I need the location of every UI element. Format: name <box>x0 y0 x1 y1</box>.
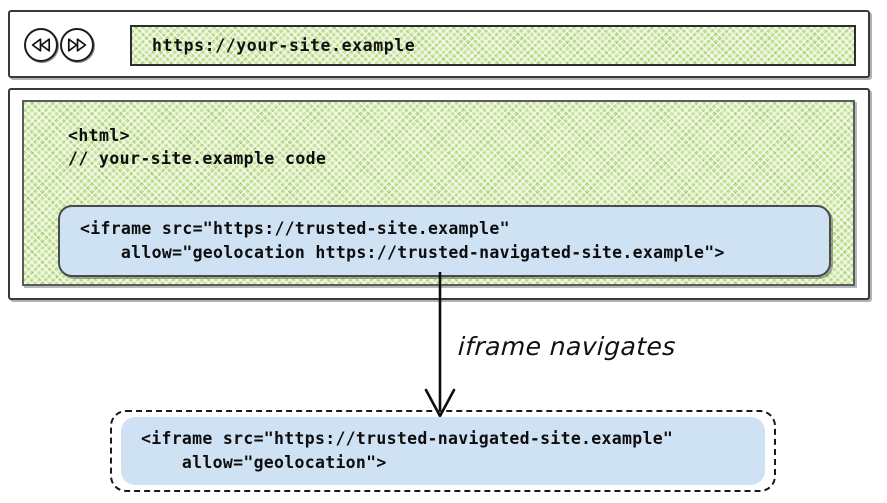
back-button[interactable] <box>24 28 58 62</box>
navigated-iframe-src-line: <iframe src="https://trusted-navigated-s… <box>141 429 674 449</box>
navigated-iframe-allow-line: allow="geolocation"> <box>141 453 387 472</box>
navigated-iframe-outline <box>110 410 776 492</box>
page-source-code: <html> // your-site.example code <box>68 124 326 171</box>
embedded-iframe-element: <iframe src="https://trusted-site.exampl… <box>58 205 831 277</box>
embedded-iframe-allow-line: allow="geolocation https://trusted-navig… <box>80 243 725 262</box>
browser-toolbar: https://your-site.example <box>8 10 870 78</box>
annotation-iframe-navigates: iframe navigates <box>457 332 677 361</box>
forward-button[interactable] <box>60 28 94 62</box>
address-bar-url: https://your-site.example <box>152 36 416 55</box>
navigation-buttons <box>24 28 94 62</box>
browser-window: https://your-site.example <html> // your… <box>8 10 874 300</box>
down-arrow-icon <box>408 272 478 420</box>
page-document-your-site: <html> // your-site.example code <iframe… <box>22 100 855 286</box>
code-line-html-tag: <html> <box>68 126 131 145</box>
navigated-iframe-code: <iframe src="https://trusted-navigated-s… <box>121 427 673 475</box>
code-line-comment: // your-site.example code <box>68 149 327 169</box>
embedded-iframe-code: <iframe src="https://trusted-site.exampl… <box>60 217 725 265</box>
navigated-iframe-element: <iframe src="https://trusted-navigated-s… <box>121 417 765 485</box>
address-bar[interactable]: https://your-site.example <box>130 25 856 66</box>
embedded-iframe-src-line: <iframe src="https://trusted-site.exampl… <box>80 219 510 239</box>
browser-viewport: <html> // your-site.example code <iframe… <box>8 88 870 300</box>
